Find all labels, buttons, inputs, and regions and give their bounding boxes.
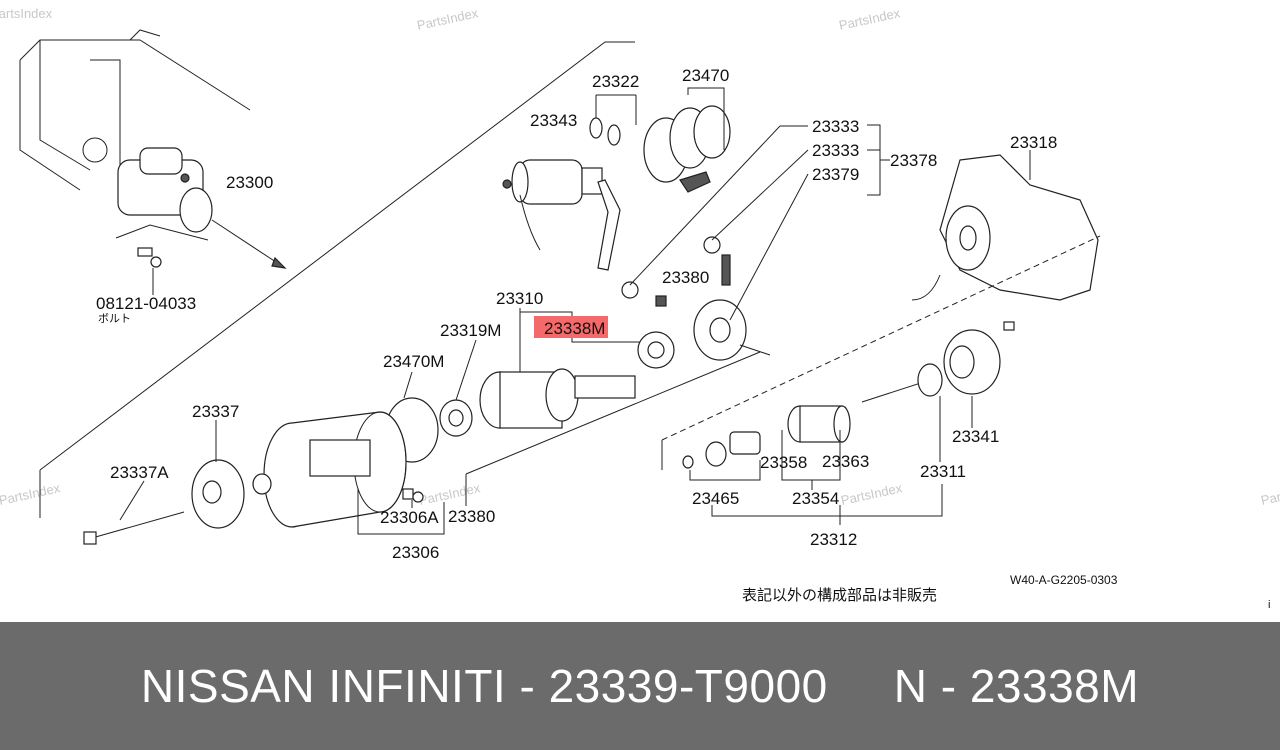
pinion-group-border: [661, 235, 1101, 441]
watermark: PartsIndex: [0, 6, 53, 21]
part-label-23300[interactable]: 23300: [226, 173, 273, 192]
through-bolt: [83, 511, 185, 545]
bearing-23319M: [439, 399, 473, 437]
part-label-23380[interactable]: 23380: [662, 268, 709, 287]
gasket-set: [643, 105, 731, 193]
leader-line: [115, 224, 209, 241]
small-screw: [1003, 321, 1015, 331]
watermark: PartsIndex: [1260, 480, 1280, 508]
part-label-23465[interactable]: 23465: [692, 489, 739, 508]
rear-housing: [911, 154, 1099, 301]
part-label-23333[interactable]: 23333: [812, 117, 859, 136]
part-label-23322[interactable]: 23322: [592, 72, 639, 91]
yoke: [252, 411, 407, 528]
part-label-23378[interactable]: 23378: [890, 151, 937, 170]
part-label-23354[interactable]: 23354: [792, 489, 839, 508]
watermark: PartsIndex: [840, 480, 904, 508]
part-label-23319M[interactable]: 23319M: [440, 321, 501, 340]
part-label-23306[interactable]: 23306: [392, 543, 439, 562]
part-label-23333[interactable]: 23333: [812, 141, 859, 160]
part-label-23338M[interactable]: 23338M: [544, 319, 605, 338]
edge-mark: i: [1268, 599, 1270, 611]
pinion-shaft: [861, 363, 943, 403]
brush-holder-plate: [693, 299, 771, 361]
part-label-23318[interactable]: 23318: [1010, 133, 1057, 152]
parts-diagram: PartsIndex PartsIndex PartsIndex PartsIn…: [0, 5, 1280, 611]
part-label-23363[interactable]: 23363: [822, 452, 869, 471]
front-cover: [191, 459, 245, 529]
part-label-23306A[interactable]: 23306A: [380, 508, 439, 527]
bearing-23341: [943, 329, 1001, 395]
bolt-08121: [137, 247, 162, 268]
part-label-23358[interactable]: 23358: [760, 453, 807, 472]
part-label-08121-04033[interactable]: 08121-04033: [96, 294, 196, 313]
part-label-23470[interactable]: 23470: [682, 66, 729, 85]
diagram-code: W40-A-G2205-0303: [1010, 573, 1118, 587]
clutch-assembly: [787, 405, 851, 443]
part-label-23337[interactable]: 23337: [192, 402, 239, 421]
part-label-23341[interactable]: 23341: [952, 427, 999, 446]
shift-lever: [589, 117, 621, 271]
watermark: PartsIndex: [416, 5, 480, 33]
reference-number: N - 23338M: [893, 660, 1140, 712]
leader-lines: [119, 87, 1031, 535]
part-label-23311[interactable]: 23311: [920, 462, 966, 481]
part-label-23312[interactable]: 23312: [810, 530, 857, 549]
watermark: PartsIndex: [838, 5, 902, 33]
bolt-label-jp: ボルト: [98, 312, 131, 325]
part-title: NISSAN INFINITI - 23339-T9000: [140, 660, 828, 712]
solenoid-switch: [502, 159, 603, 251]
exploded-view-border: [39, 41, 635, 471]
watermark: PartsIndex: [0, 480, 62, 508]
brush-springs: [621, 236, 731, 307]
armature: [479, 331, 675, 429]
engine-block-illustration: [19, 29, 251, 191]
screw-23306A: [402, 488, 424, 503]
spring-and-washer: [682, 431, 761, 469]
part-label-23379[interactable]: 23379: [812, 165, 859, 184]
highlight-box: [534, 316, 608, 338]
not-sold-note: 表記以外の構成部品は非販売: [742, 587, 937, 604]
part-label-23343[interactable]: 23343: [530, 111, 577, 130]
starter-motor-assembly: [117, 147, 287, 269]
part-label-23310[interactable]: 23310: [496, 289, 543, 308]
watermark: PartsIndex: [418, 480, 482, 508]
part-label-23380[interactable]: 23380: [448, 507, 495, 526]
part-label-23337A[interactable]: 23337A: [110, 463, 169, 482]
footer-bar: NISSAN INFINITI - 23339-T9000 N - 23338M: [0, 622, 1280, 750]
part-label-23470M[interactable]: 23470M: [383, 352, 444, 371]
